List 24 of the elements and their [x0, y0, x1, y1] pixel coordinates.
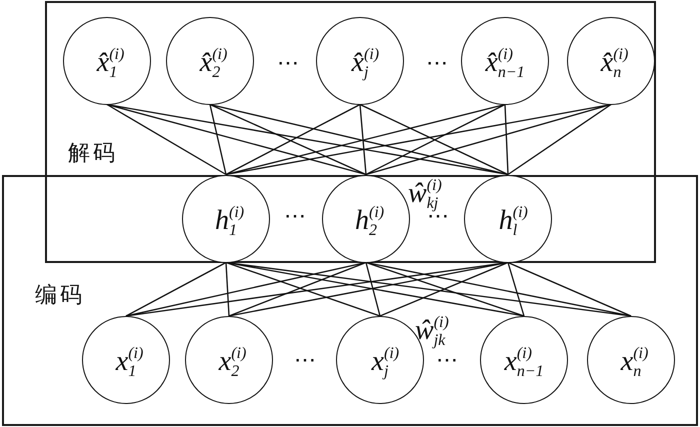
connector-line [209, 104, 227, 175]
connector-line [365, 262, 381, 316]
connector-line [507, 262, 525, 316]
layer-heading: 解码 [68, 142, 118, 164]
connector-line [504, 104, 509, 175]
connector-line [126, 262, 226, 317]
ellipsis: ⋯ [426, 60, 448, 68]
connector-line [106, 104, 508, 176]
ellipsis: ⋯ [277, 60, 299, 68]
connector-line [508, 104, 612, 176]
connector-line [508, 262, 632, 317]
connector-line [366, 262, 632, 317]
connector-line [380, 262, 508, 317]
connector-line [359, 104, 367, 175]
connector-line [366, 262, 524, 317]
ellipsis: ⋯ [436, 357, 458, 365]
ellipsis: ⋯ [284, 213, 306, 221]
connector-line [366, 104, 612, 176]
connector-line [106, 104, 366, 176]
ellipsis: ⋯ [294, 357, 316, 365]
connector-line [225, 262, 230, 316]
layer-heading: 编码 [35, 284, 85, 306]
ellipsis: ⋯ [427, 213, 449, 221]
connector-line [106, 104, 226, 176]
